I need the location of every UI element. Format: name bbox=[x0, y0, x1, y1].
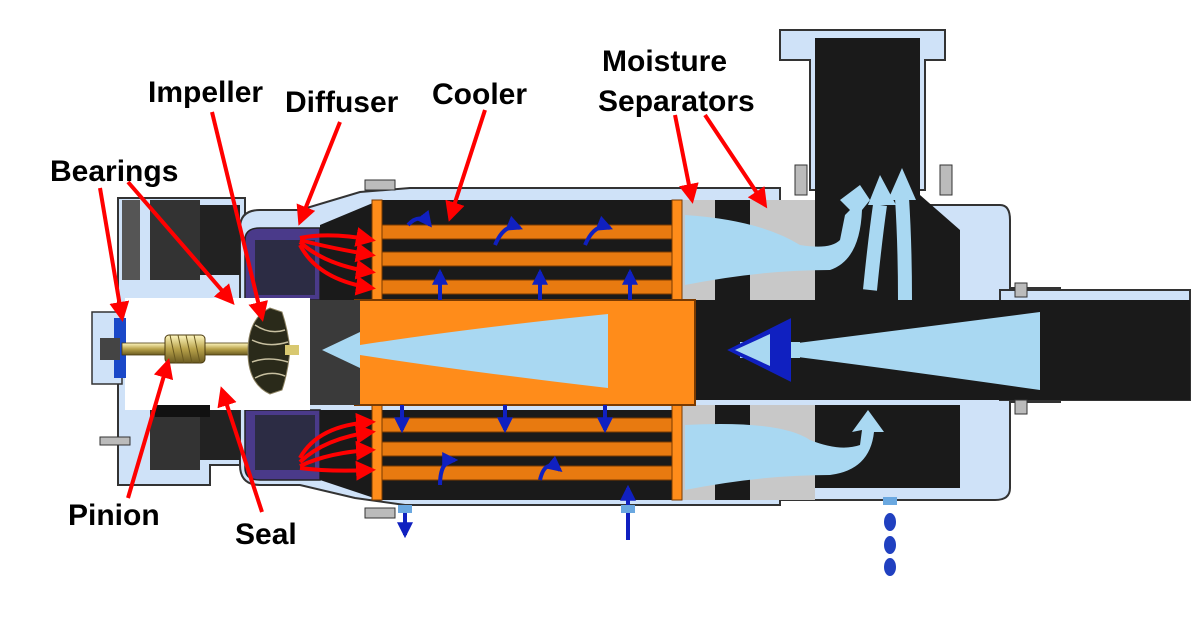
label-pinion: Pinion bbox=[68, 499, 160, 532]
label-seal: Seal bbox=[235, 518, 297, 551]
condensate-drops bbox=[883, 497, 897, 576]
label-separators: Separators bbox=[598, 85, 755, 118]
label-bearings: Bearings bbox=[50, 155, 178, 188]
gearbox-internals bbox=[122, 200, 240, 470]
label-cooler: Cooler bbox=[432, 78, 527, 111]
pointer-separator-2 bbox=[703, 113, 768, 209]
label-pointers bbox=[98, 109, 768, 513]
label-impeller: Impeller bbox=[148, 76, 263, 109]
pointer-separator-1 bbox=[673, 114, 699, 204]
bolts bbox=[99, 164, 1028, 519]
pointer-bearings-2 bbox=[126, 180, 235, 306]
pointer-diffuser bbox=[296, 121, 342, 226]
diffuser-flow-arrows bbox=[298, 227, 376, 481]
airflow bbox=[322, 168, 1040, 490]
pointer-bearings-1 bbox=[98, 187, 130, 322]
label-moisture: Moisture bbox=[602, 45, 727, 78]
water-nozzles bbox=[398, 505, 635, 513]
pointer-seal bbox=[217, 386, 264, 513]
pointer-impeller bbox=[210, 111, 268, 322]
coolant-flow-arrows bbox=[394, 209, 638, 540]
pointer-cooler bbox=[445, 109, 487, 222]
pointer-pinion bbox=[126, 358, 174, 499]
label-diffuser: Diffuser bbox=[285, 86, 399, 119]
